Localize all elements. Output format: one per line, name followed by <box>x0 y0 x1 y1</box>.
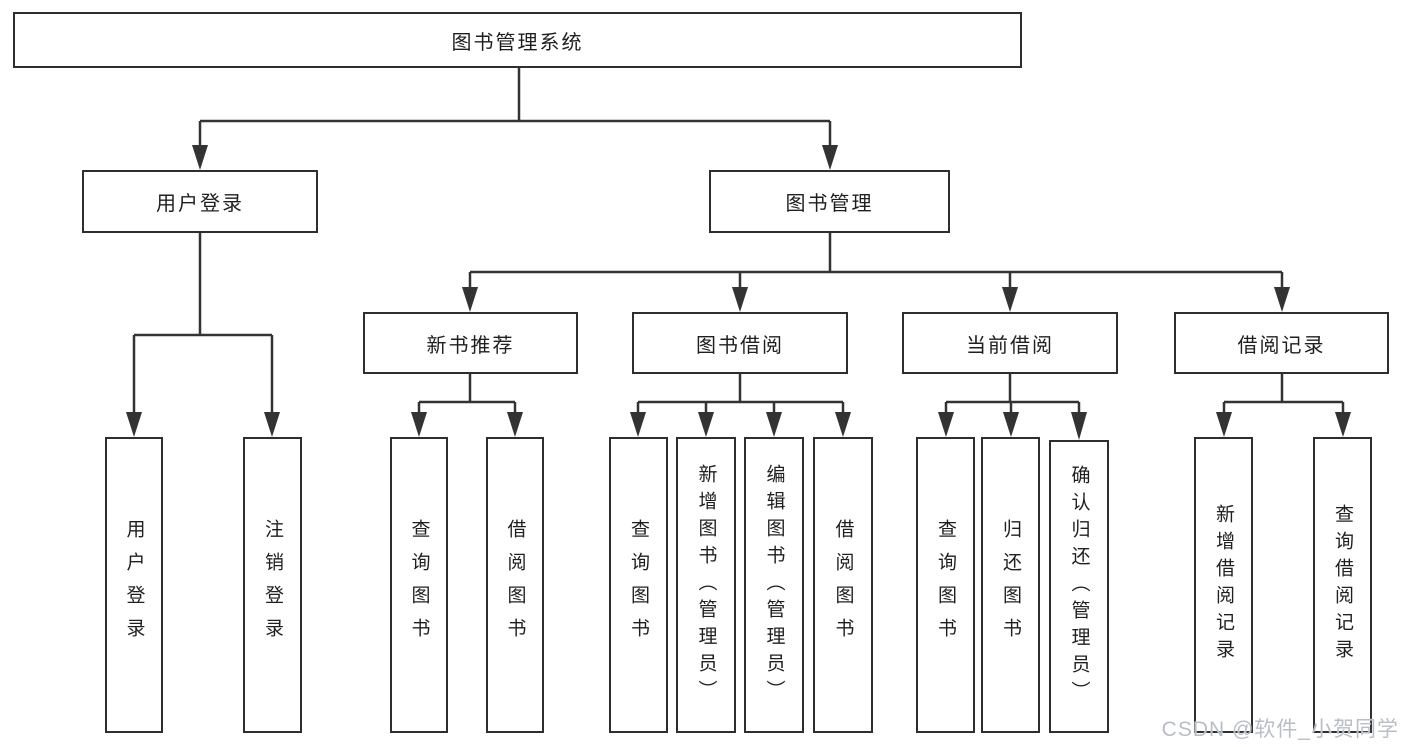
node-book-borrow-label: 图书借阅 <box>696 334 784 357</box>
leaf-query-book-3: 查询图书 <box>916 437 975 733</box>
leaf-query-book-2: 查询图书 <box>609 437 668 733</box>
leaf-return-book: 归还图书 <box>981 437 1040 733</box>
leaf-query-borrow-record-label: 查询借阅记录 <box>1332 504 1353 666</box>
node-book-borrow: 图书借阅 <box>632 312 848 374</box>
leaf-query-book-3-label: 查询图书 <box>935 519 956 651</box>
leaf-query-borrow-record: 查询借阅记录 <box>1313 437 1372 733</box>
leaf-borrow-book-1-label: 借阅图书 <box>504 519 526 651</box>
node-book-management: 图书管理 <box>709 170 950 233</box>
leaf-add-book-admin: 新增图书（管理员） <box>676 437 736 733</box>
leaf-borrow-book-2-label: 借阅图书 <box>832 519 854 651</box>
node-current-borrow: 当前借阅 <box>902 312 1118 374</box>
leaf-confirm-return-admin: 确认归还（管理员） <box>1049 440 1109 733</box>
node-root-system: 图书管理系统 <box>13 12 1022 68</box>
arrowhead-icons <box>126 145 1351 440</box>
node-new-book-recommend-label: 新书推荐 <box>426 334 515 357</box>
leaf-query-book-2-label: 查询图书 <box>628 519 649 651</box>
node-borrow-records-label: 借阅记录 <box>1237 334 1326 357</box>
leaf-query-book-1: 查询图书 <box>390 437 448 733</box>
leaf-edit-book-admin-label: 编辑图书（管理员） <box>763 463 785 707</box>
node-user-login: 用户登录 <box>82 170 318 233</box>
leaf-add-borrow-record-label: 新增借阅记录 <box>1213 504 1234 666</box>
leaf-add-borrow-record: 新增借阅记录 <box>1194 437 1253 733</box>
node-user-login-label: 用户登录 <box>156 193 244 215</box>
leaf-add-book-admin-label: 新增图书（管理员） <box>695 463 717 707</box>
leaf-borrow-book-1: 借阅图书 <box>486 437 544 733</box>
leaf-borrow-book-2: 借阅图书 <box>813 437 873 733</box>
leaf-logout-label: 注销登录 <box>262 519 283 651</box>
leaf-user-login: 用户登录 <box>105 437 163 733</box>
csdn-watermark: CSDN @软件_小贺同学 <box>1161 718 1399 741</box>
leaf-confirm-return-admin-label: 确认归还（管理员） <box>1068 465 1090 708</box>
leaf-user-login-label: 用户登录 <box>123 519 145 651</box>
leaf-logout: 注销登录 <box>243 437 302 733</box>
node-book-management-label: 图书管理 <box>785 193 874 215</box>
leaf-edit-book-admin: 编辑图书（管理员） <box>744 437 804 733</box>
node-borrow-records: 借阅记录 <box>1174 312 1389 374</box>
leaf-return-book-label: 归还图书 <box>1000 519 1021 651</box>
node-new-book-recommend: 新书推荐 <box>363 312 578 374</box>
node-root-label: 图书管理系统 <box>451 31 584 54</box>
leaf-query-book-1-label: 查询图书 <box>408 519 430 651</box>
node-current-borrow-label: 当前借阅 <box>966 334 1054 357</box>
